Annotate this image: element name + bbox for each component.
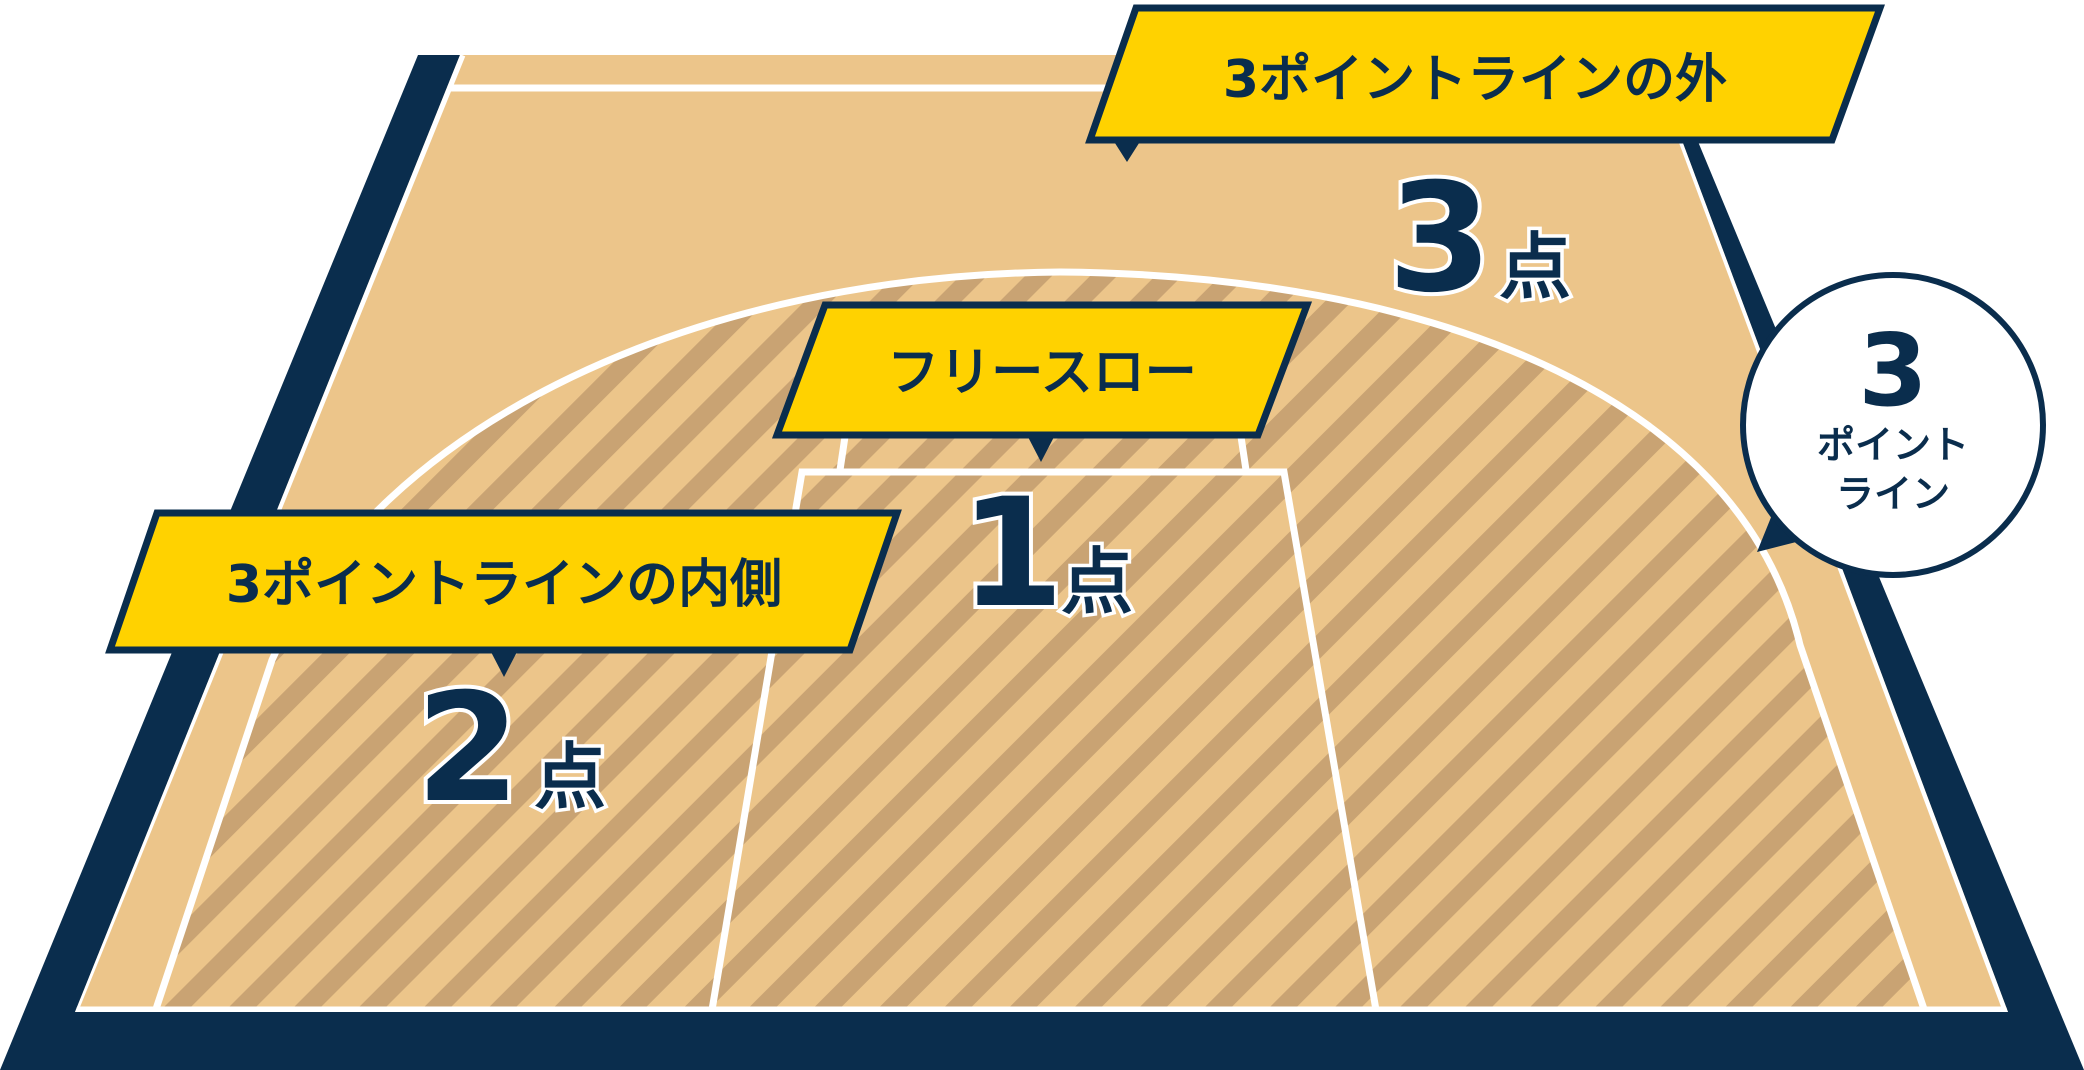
score-three-unit: 点	[1499, 225, 1571, 309]
label-inside-three-text: 3ポイントラインの内側	[226, 555, 782, 615]
badge-circle	[1740, 272, 2046, 578]
label-inside-three: 3ポイントラインの内側	[105, 509, 902, 677]
label-free-throw: フリースロー	[771, 301, 1313, 462]
free-throw-lane	[708, 468, 1380, 1011]
three-point-line-badge: 3 ポイント ライン	[1740, 272, 2046, 578]
score-three-number: 3	[1388, 152, 1492, 326]
score-two-unit: 点	[534, 735, 606, 819]
score-one: 1 点	[956, 463, 1137, 645]
score-two-number: 2	[416, 662, 520, 836]
court-lines	[75, 55, 2008, 1012]
badge-number: 3	[1858, 312, 1928, 429]
score-three: 3 点	[1384, 148, 1575, 330]
badge-line1: ポイント	[1817, 423, 1969, 467]
badge-line2: ライン	[1836, 472, 1950, 516]
three-point-line	[151, 268, 1929, 1012]
score-one-unit: 点	[1061, 540, 1133, 624]
two-point-zone	[155, 272, 1925, 1012]
score-two: 2 点	[412, 658, 610, 840]
score-one-number: 1	[960, 467, 1064, 641]
label-free-throw-text: フリースロー	[887, 343, 1196, 403]
label-outside-three-text: 3ポイントラインの外	[1223, 50, 1727, 110]
label-outside-three: 3ポイントラインの外	[1085, 4, 1885, 162]
